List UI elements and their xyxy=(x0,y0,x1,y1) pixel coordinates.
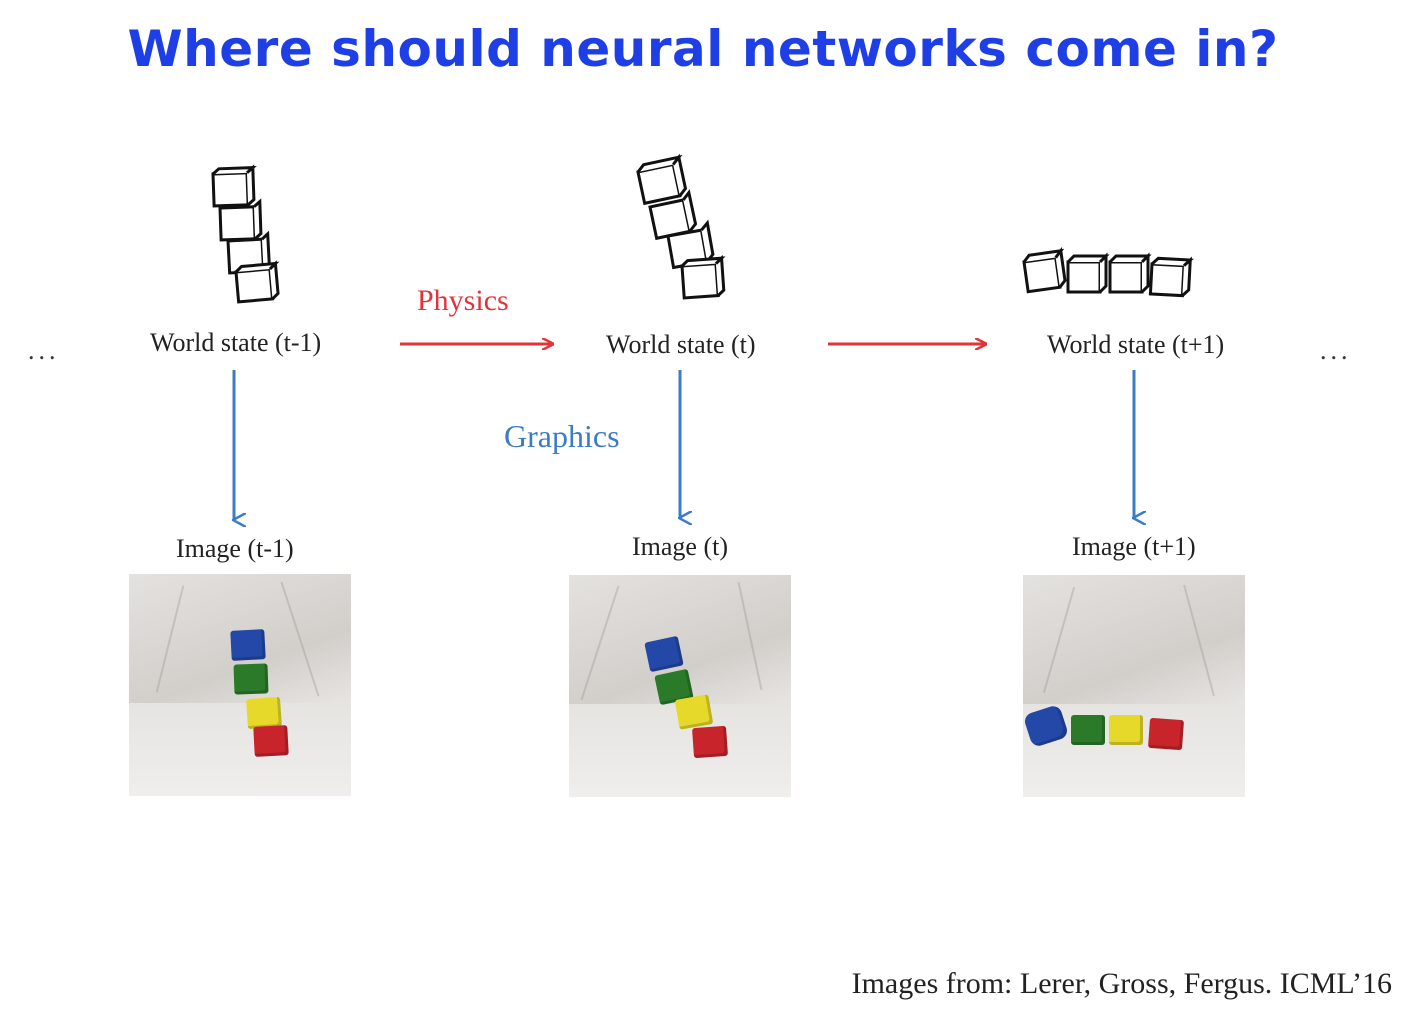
photo-t-minus-1 xyxy=(129,574,351,796)
red-block xyxy=(691,725,729,759)
photo-t-plus-1 xyxy=(1023,575,1245,797)
image-label-t-plus-1: Image (t+1) xyxy=(1072,532,1196,561)
world-state-label-t-minus-1: World state (t-1) xyxy=(150,328,322,357)
world-state-label-t: World state (t) xyxy=(606,330,756,359)
image-credit: Images from: Lerer, Gross, Fergus. ICML’… xyxy=(851,967,1392,1000)
wireframe-row-t-plus-1 xyxy=(1022,246,1194,298)
ellipsis-left: ... xyxy=(28,336,60,365)
wireframe-stack-t xyxy=(636,153,726,300)
red-block xyxy=(253,725,289,757)
blue-block xyxy=(230,629,266,661)
world-state-label-t-plus-1: World state (t+1) xyxy=(1047,330,1225,359)
physics-label: Physics xyxy=(417,284,509,317)
green-block xyxy=(233,663,269,695)
image-label-t-minus-1: Image (t-1) xyxy=(176,534,294,563)
page-title: Where should neural networks come in? xyxy=(127,20,1279,78)
image-label-t: Image (t) xyxy=(632,532,729,561)
red-block xyxy=(1147,717,1185,751)
yellow-block xyxy=(245,696,283,730)
wireframe-stack-t-minus-1 xyxy=(211,164,280,304)
photo-t xyxy=(569,575,791,797)
blue-block xyxy=(644,635,684,673)
yellow-block xyxy=(1109,715,1143,745)
yellow-block xyxy=(674,694,714,730)
ellipsis-right: ... xyxy=(1320,336,1352,365)
green-block xyxy=(1071,715,1105,745)
graphics-label: Graphics xyxy=(504,418,620,454)
